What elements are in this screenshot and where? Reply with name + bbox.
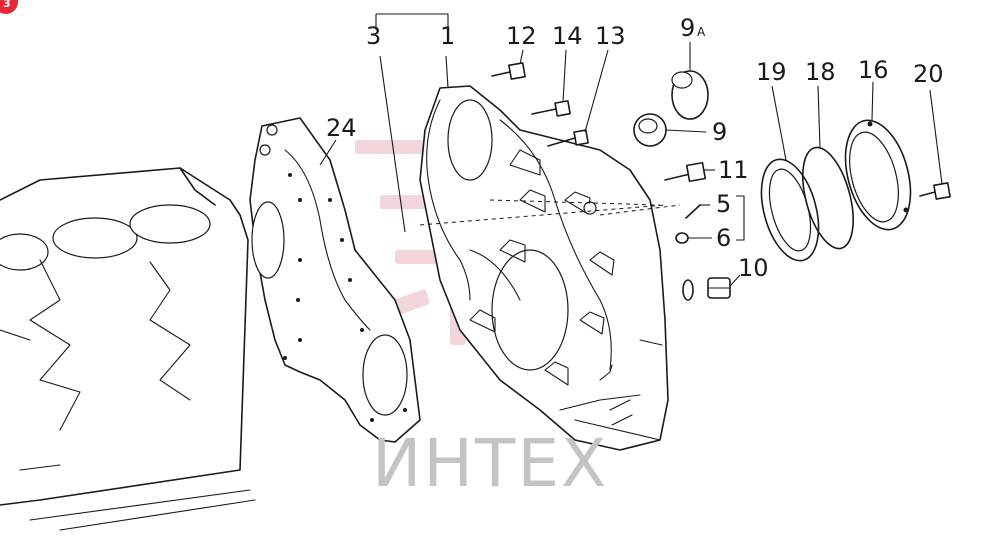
plug-10: [682, 277, 731, 301]
bolt-14: [531, 100, 571, 117]
bolt-12: [491, 62, 526, 80]
cover-16: [844, 119, 912, 231]
label-5: 5: [716, 190, 731, 218]
label-9: 9: [712, 118, 727, 146]
engine-block: [0, 167, 256, 531]
label-14: 14: [552, 22, 583, 50]
front-plate-gasket: [249, 117, 421, 443]
label-24: 24: [326, 114, 357, 142]
label-19: 19: [756, 58, 787, 86]
pin-5: [685, 204, 701, 219]
label-13: 13: [595, 22, 626, 50]
bolt-20: [919, 182, 951, 200]
label-16: 16: [858, 56, 889, 84]
bolt-11: [664, 161, 707, 183]
corner-badge-label: 3: [3, 0, 11, 10]
label-18: 18: [805, 58, 836, 86]
callouts: 3 1 12 14 13 9 A 9 11 5 6 10 19 18 16 20…: [326, 14, 944, 282]
corner-badge: 3: [0, 0, 18, 14]
washer-6: [675, 232, 689, 244]
label-11: 11: [718, 156, 749, 184]
label-3: 3: [366, 22, 381, 50]
label-9a: 9: [680, 14, 695, 42]
oil-seal-19: [760, 158, 820, 262]
bolt-13: [547, 129, 589, 147]
label-12: 12: [506, 22, 537, 50]
o-ring-18: [802, 146, 854, 250]
timing-gear-case: [419, 85, 681, 451]
leader-lines: [319, 13, 943, 287]
label-20: 20: [913, 60, 944, 88]
plug-9a: [671, 70, 709, 120]
label-1: 1: [440, 22, 455, 50]
label-6: 6: [716, 224, 731, 252]
plug-9: [633, 113, 667, 147]
watermark-text: ИНТЕХ: [372, 425, 608, 502]
label-9a-suffix: A: [697, 25, 706, 39]
label-10: 10: [738, 254, 769, 282]
